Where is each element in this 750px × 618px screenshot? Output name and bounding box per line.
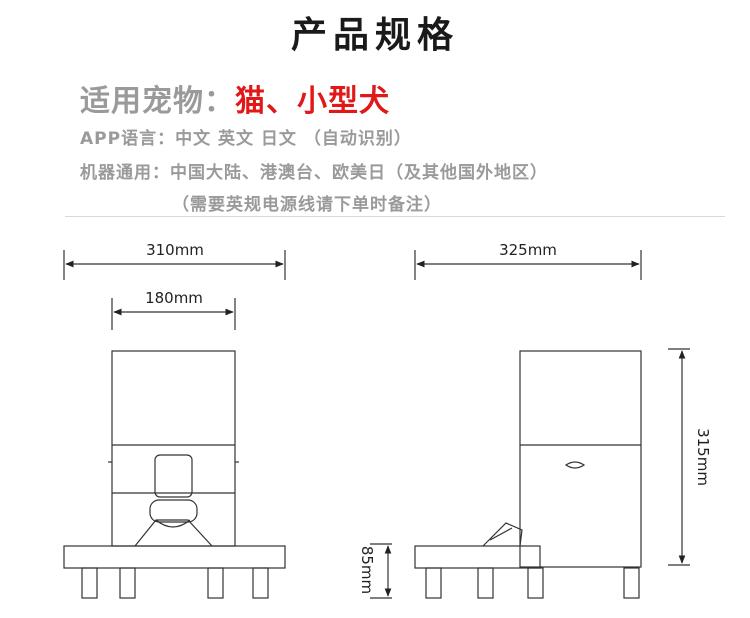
section-divider [65, 216, 725, 217]
dim-base-height: 85mm [358, 546, 376, 594]
suitable-pets-label: 适用宠物： [80, 84, 235, 119]
dim-height: 315mm [694, 428, 712, 486]
dim-front-body-width: 180mm [145, 289, 203, 307]
app-language: APP语言：中文 英文 日文 （自动识别） [80, 129, 412, 149]
machine-regions: 机器通用：中国大陆、港澳台、欧美日（及其他国外地区） [80, 163, 548, 183]
suitable-pets-value: 猫、小型犬 [235, 84, 390, 119]
page-title: 产品规格 [290, 15, 459, 56]
dim-front-total-width: 310mm [146, 241, 204, 259]
suitable-pets: 适用宠物：猫、小型犬 [80, 76, 390, 120]
dim-side-depth: 325mm [499, 241, 557, 259]
side-view [370, 250, 690, 599]
power-cord-note: （需要英规电源线请下单时备注） [172, 195, 442, 215]
front-view [63, 250, 286, 599]
